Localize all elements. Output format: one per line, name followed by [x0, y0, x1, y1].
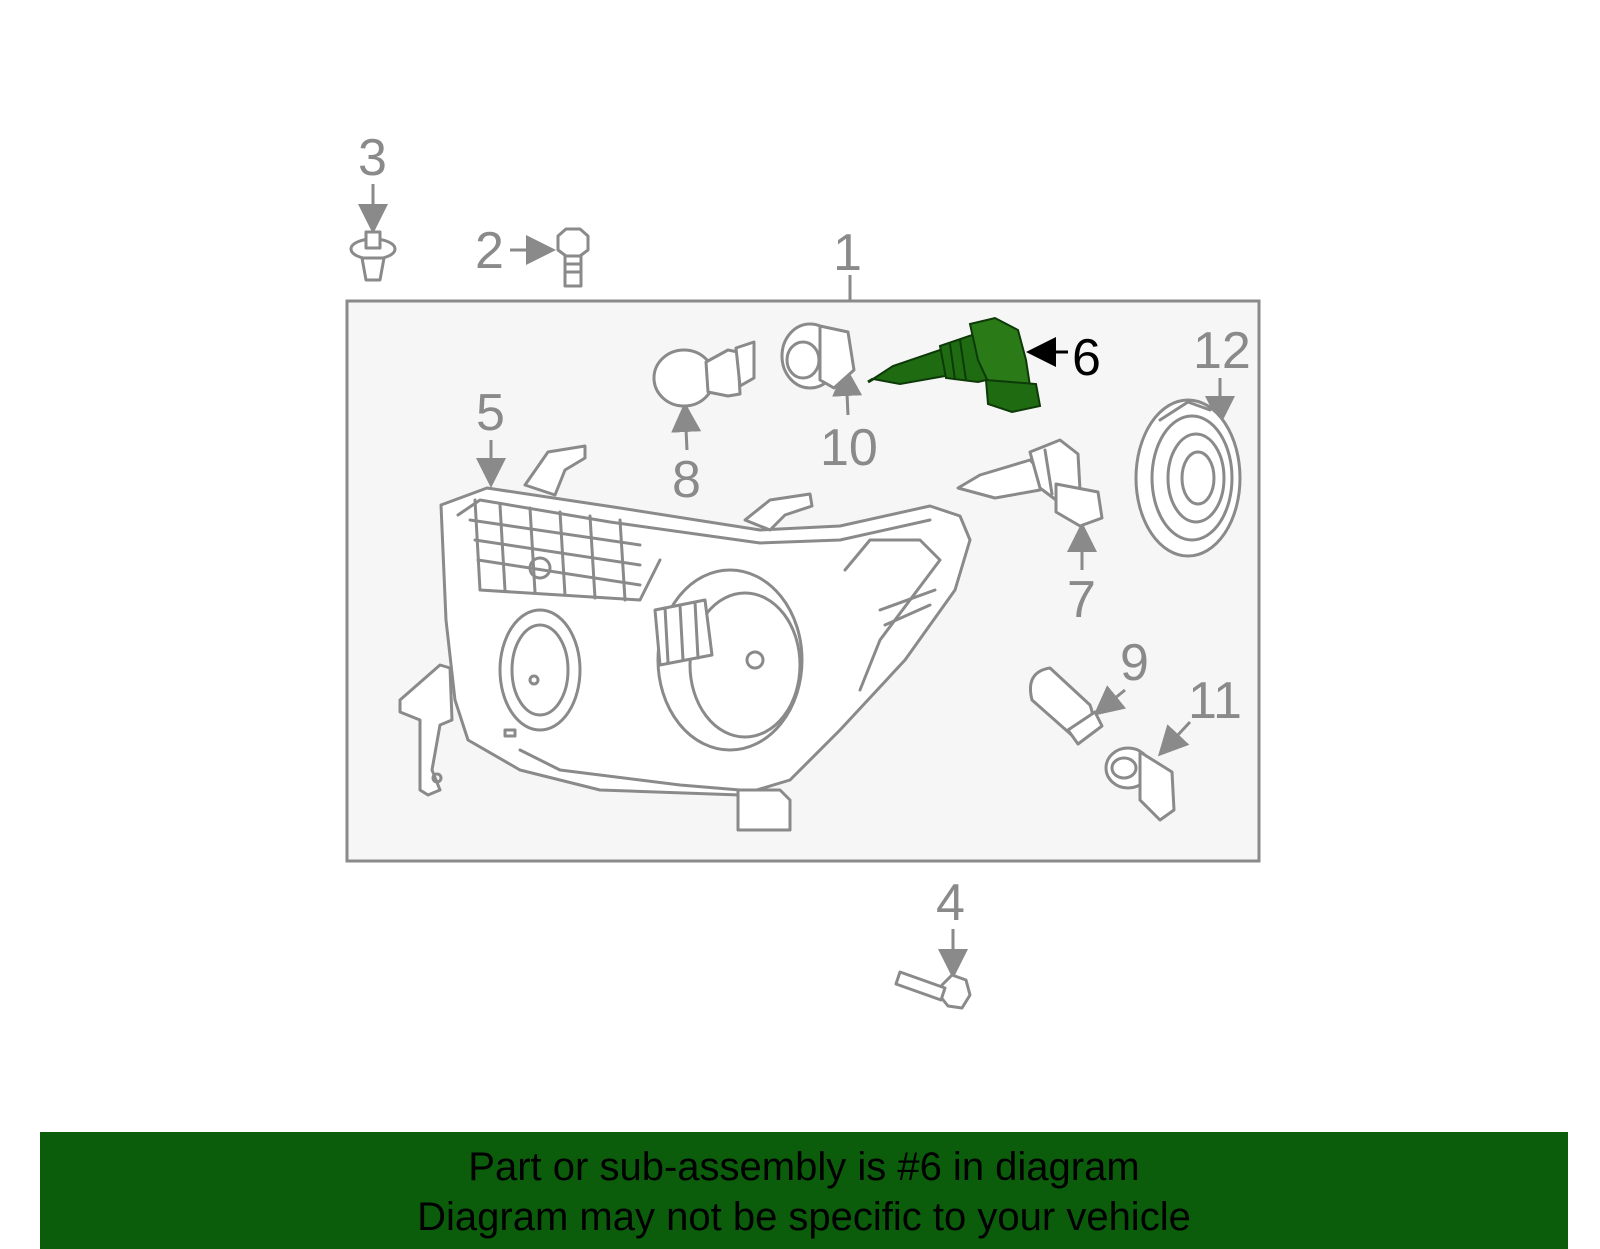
- cover-part-12[interactable]: [1134, 398, 1242, 558]
- bolt-part-2[interactable]: [556, 227, 590, 288]
- callout-9[interactable]: 9: [1120, 634, 1149, 692]
- headlamp-bulb-part-6[interactable]: [867, 316, 1042, 414]
- callout-3[interactable]: 3: [358, 129, 387, 187]
- callout-4[interactable]: 4: [936, 874, 965, 932]
- socket-part-10[interactable]: [780, 322, 856, 390]
- callout-12[interactable]: 12: [1193, 322, 1251, 380]
- bulb-part-7[interactable]: [956, 438, 1104, 528]
- banner-line-2: Diagram may not be specific to your vehi…: [417, 1195, 1191, 1239]
- callout-10-leader: [832, 366, 863, 416]
- callout-6[interactable]: 6: [1072, 329, 1101, 387]
- callout-5[interactable]: 5: [476, 384, 505, 442]
- callout-8-leader: [671, 402, 702, 451]
- callout-11[interactable]: 11: [1188, 672, 1242, 730]
- callout-1[interactable]: 1: [833, 224, 862, 282]
- headlamp-housing-part-5[interactable]: [398, 444, 972, 832]
- info-banner: Part or sub-assembly is #6 in diagram Di…: [40, 1132, 1568, 1249]
- bulb-part-9[interactable]: [1029, 666, 1104, 746]
- callout-2[interactable]: 2: [475, 222, 504, 280]
- socket-part-11[interactable]: [1104, 746, 1176, 822]
- bulb-part-8[interactable]: [652, 340, 756, 408]
- banner-line-1: Part or sub-assembly is #6 in diagram: [468, 1145, 1140, 1189]
- bolt-part-4[interactable]: [894, 970, 972, 1010]
- callout-10[interactable]: 10: [820, 419, 878, 477]
- callout-11-leader: [1157, 720, 1192, 757]
- clip-part-3[interactable]: [349, 230, 397, 282]
- callout-9-leader: [1093, 685, 1127, 716]
- callout-7[interactable]: 7: [1067, 571, 1096, 629]
- callout-8[interactable]: 8: [672, 451, 701, 509]
